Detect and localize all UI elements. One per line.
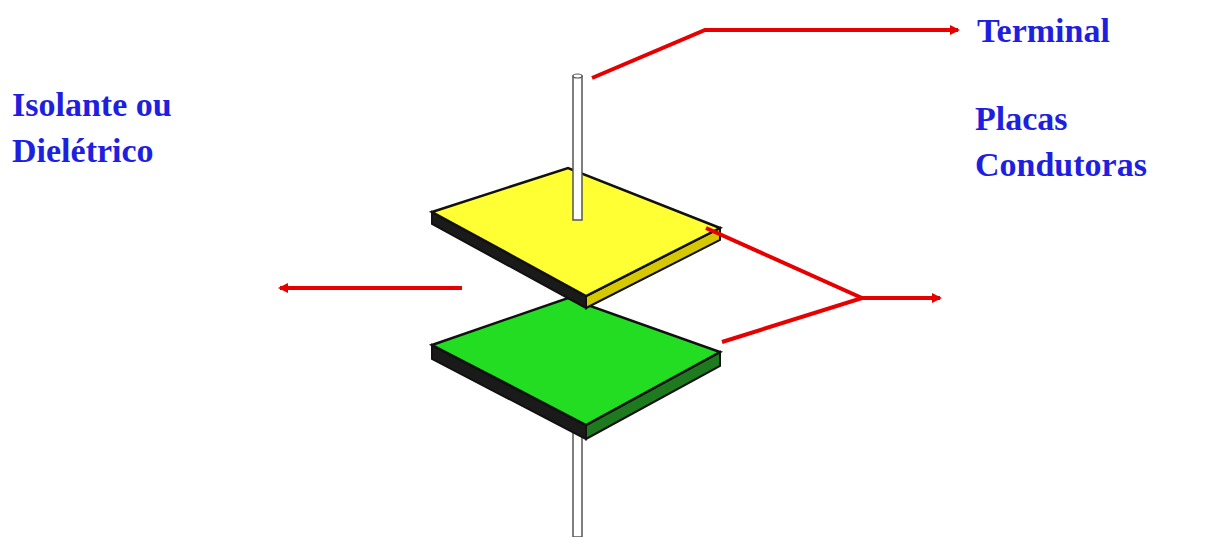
leader-line [706, 228, 862, 298]
leader-line [592, 30, 958, 78]
leader-line [722, 298, 940, 342]
leader-line [280, 286, 462, 290]
dielectric-label: Isolante ou Dielétrico [12, 82, 247, 174]
bottom-terminal [573, 425, 582, 537]
green-plate [432, 298, 720, 439]
top-terminal [573, 76, 582, 220]
terminal-label: Terminal [977, 8, 1197, 54]
plates-label: Placas Condutoras [975, 96, 1210, 188]
